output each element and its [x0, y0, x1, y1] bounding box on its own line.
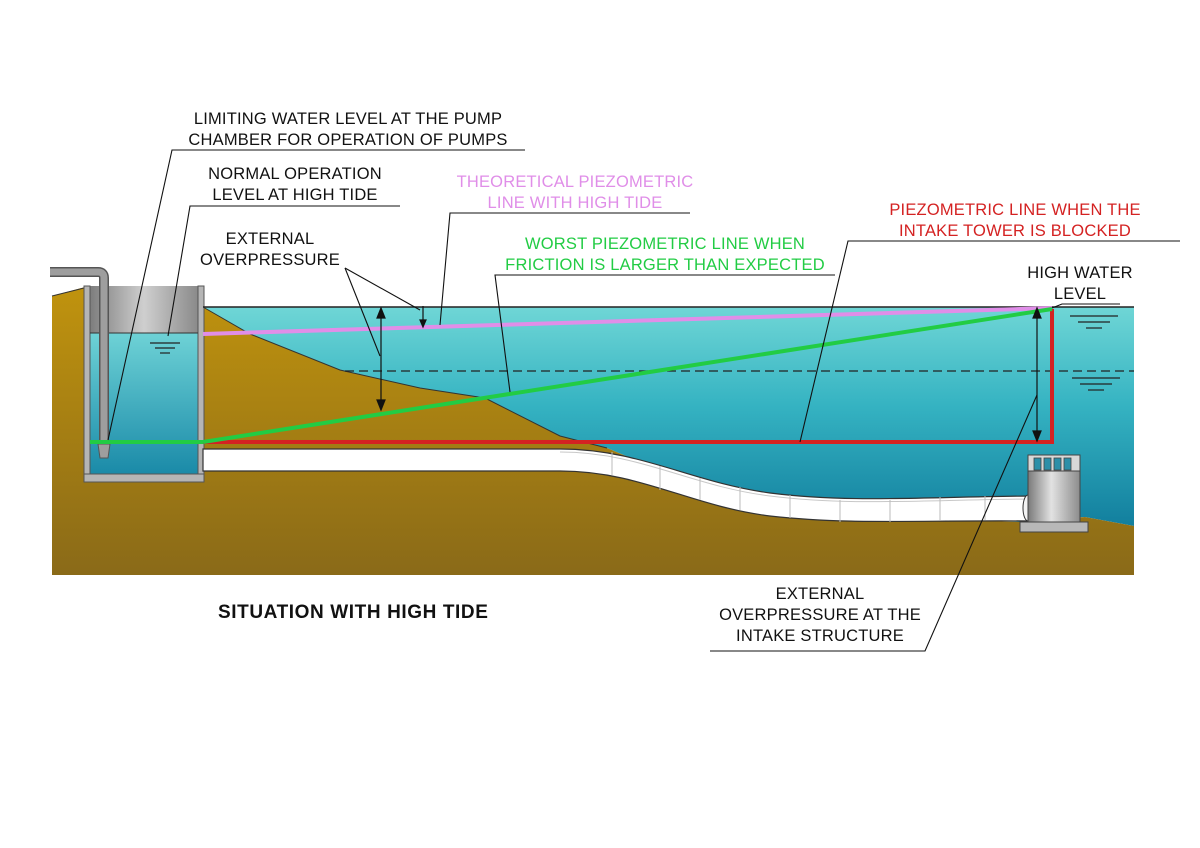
worst-piezometric-line [202, 307, 1053, 444]
worst-piezometric-line-2: FRICTION IS LARGER THAN EXPECTED [505, 256, 825, 274]
blocked-piezometric-label: PIEZOMETRIC LINE WHEN THE INTAKE TOWER I… [860, 200, 1170, 242]
leader-lines [107, 149, 1180, 652]
worst-piezometric-line-1: WORST PIEZOMETRIC LINE WHEN [524, 235, 806, 253]
external-overpressure-label: EXTERNAL OVERPRESSURE [190, 229, 350, 271]
limiting-water-level-line-1: LIMITING WATER LEVEL AT THE PUMP [193, 110, 503, 128]
blocked-piezometric-line-2: INTAKE TOWER IS BLOCKED [899, 222, 1131, 240]
diagram-title: SITUATION WITH HIGH TIDE [218, 602, 489, 623]
high-water-level-line-1: HIGH WATER [1027, 264, 1133, 282]
intake-tower [1019, 454, 1089, 533]
blocked-piezometric-line [203, 309, 1054, 444]
limiting-water-level-line-2: CHAMBER FOR OPERATION OF PUMPS [188, 131, 508, 149]
theoretical-piezometric-line-2: LINE WITH HIGH TIDE [487, 194, 663, 212]
high-water-level-line-2: LEVEL [1053, 285, 1107, 303]
intake-overpressure-label: EXTERNAL OVERPRESSURE AT THE INTAKE STRU… [705, 584, 935, 647]
worst-piezometric-label: WORST PIEZOMETRIC LINE WHEN FRICTION IS … [485, 234, 845, 276]
limiting-water-level-label: LIMITING WATER LEVEL AT THE PUMP CHAMBER… [168, 109, 528, 151]
high-water-level-label: HIGH WATER LEVEL [1020, 263, 1140, 305]
overpressure-dimensions [376, 306, 1042, 443]
theoretical-piezometric-line-1: THEORETICAL PIEZOMETRIC [456, 173, 694, 191]
external-overpressure-line-2: OVERPRESSURE [200, 251, 340, 269]
suction-pipe [50, 267, 111, 459]
intake-overpressure-line-3: INTAKE STRUCTURE [736, 627, 904, 645]
ground-soil [52, 287, 1134, 575]
intake-overpressure-line-1: EXTERNAL [775, 585, 865, 603]
normal-operation-level-label: NORMAL OPERATION LEVEL AT HIGH TIDE [190, 164, 400, 206]
theoretical-piezometric-label: THEORETICAL PIEZOMETRIC LINE WITH HIGH T… [440, 172, 710, 214]
theoretical-piezometric-line [202, 306, 1053, 336]
intake-overpressure-line-2: OVERPRESSURE AT THE [719, 606, 921, 624]
external-overpressure-line-1: EXTERNAL [225, 230, 315, 248]
blocked-piezometric-line-1: PIEZOMETRIC LINE WHEN THE [889, 201, 1141, 219]
normal-operation-level-line-2: LEVEL AT HIGH TIDE [212, 186, 378, 204]
normal-operation-level-line-1: NORMAL OPERATION [208, 165, 382, 183]
sea-water [203, 307, 1134, 526]
